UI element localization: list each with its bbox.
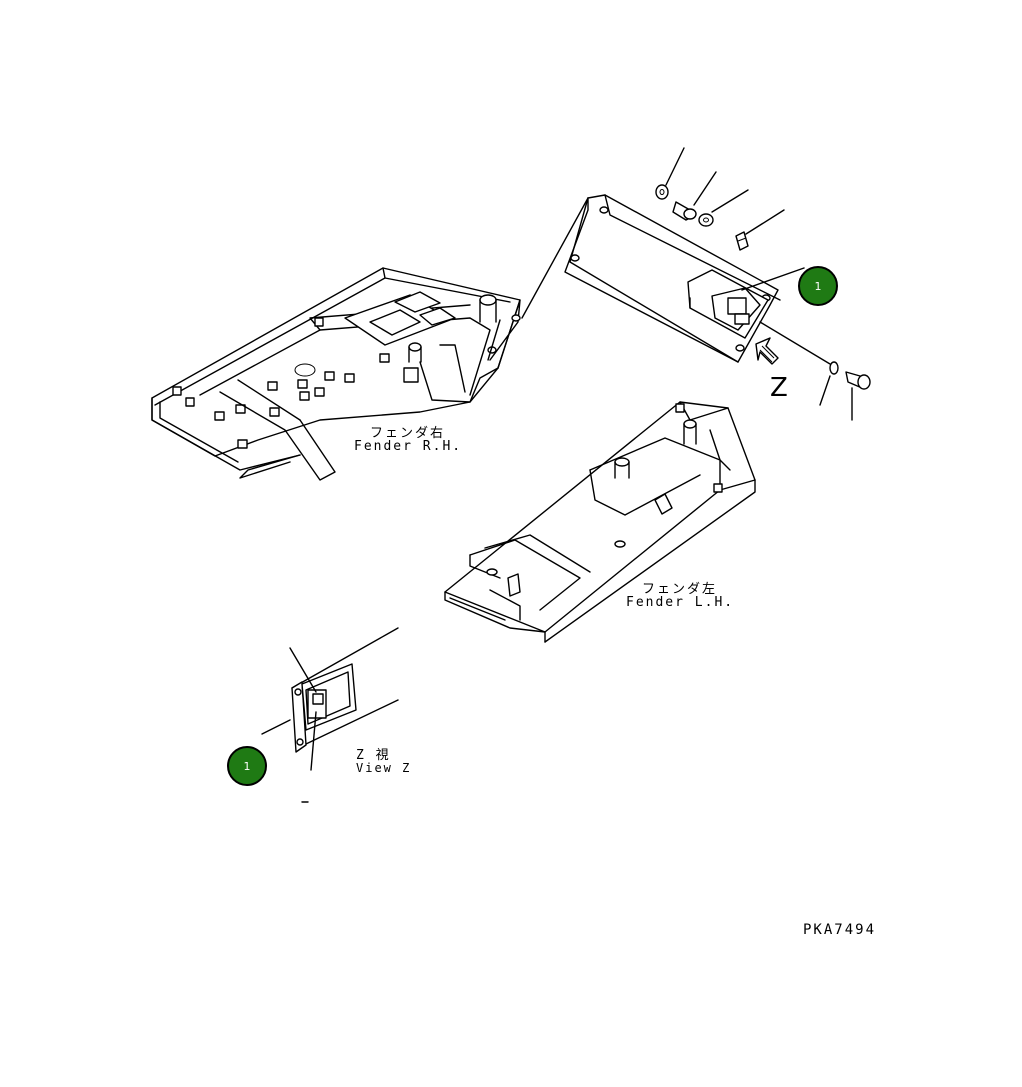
callout-1-upper[interactable]: 1	[798, 266, 838, 306]
drawing-code: PKA7494	[803, 922, 877, 938]
fender-lh-label-en: Fender L.H.	[626, 595, 735, 610]
fender-lh-drawing	[444, 401, 756, 643]
view-z-label-jp: Z 視	[356, 748, 391, 763]
leader-rh-bracket	[521, 197, 589, 319]
callout-1-lower[interactable]: 1	[227, 746, 267, 786]
fender-lh-label-jp: フェンダ左	[642, 582, 718, 597]
bracket-plate-drawing	[564, 194, 781, 365]
fender-rh-label-en: Fender R.H.	[354, 439, 463, 454]
fender-rh-drawing	[151, 267, 521, 481]
view-arrow-letter: Z	[770, 373, 788, 403]
view-z-drawing	[261, 627, 399, 803]
view-z-label-en: View Z	[356, 761, 412, 775]
fender-rh-label-jp: フェンダ右	[370, 426, 446, 441]
hardware-parts	[655, 147, 871, 421]
